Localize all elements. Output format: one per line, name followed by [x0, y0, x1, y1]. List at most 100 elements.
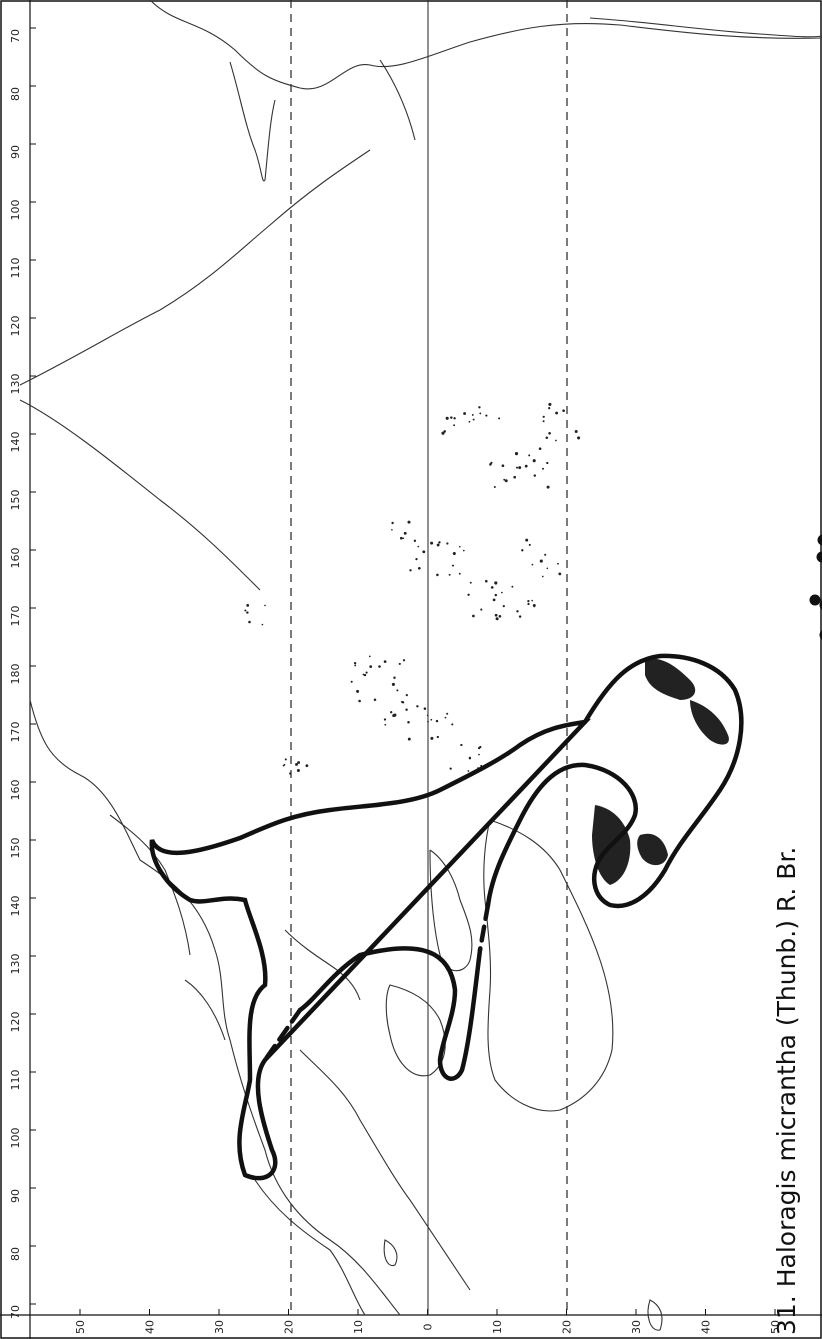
island-dot	[246, 604, 250, 607]
island-dot	[468, 420, 471, 423]
island-dot	[283, 763, 286, 766]
island-dot	[289, 772, 292, 775]
island-dot	[441, 431, 445, 435]
map-caption: 31. Haloragis micrantha (Thunb.) R. Br.	[772, 847, 801, 1335]
island-dot	[527, 599, 530, 603]
island-dot	[284, 758, 287, 761]
island-dot	[451, 723, 454, 726]
longitude-label: 70	[9, 1305, 22, 1319]
island-dot	[402, 537, 405, 540]
island-dot	[504, 479, 508, 483]
island-dot	[416, 705, 419, 708]
island-dot	[450, 416, 453, 419]
island-dot	[542, 420, 545, 423]
island-dot	[542, 467, 544, 470]
island-dot	[513, 475, 517, 479]
island-dot	[546, 485, 550, 489]
island-dot	[436, 735, 439, 739]
island-dot	[446, 712, 449, 715]
island-dot	[485, 414, 488, 417]
island-dot	[358, 699, 361, 703]
latitude-label: 30	[213, 1320, 226, 1334]
island-dot	[533, 474, 537, 477]
longitude-label: 90	[9, 145, 22, 159]
longitude-label: 170	[9, 606, 22, 627]
occurrence-markers	[809, 534, 822, 640]
island-dot	[525, 538, 529, 542]
island-dot	[511, 585, 514, 588]
island-dot	[544, 553, 547, 556]
island-dot	[555, 411, 559, 415]
sri-lanka	[383, 1239, 398, 1267]
longitude-label: 100	[9, 1128, 22, 1149]
island-dot	[548, 402, 552, 406]
longitude-label: 150	[9, 838, 22, 859]
island-dot	[528, 454, 531, 457]
longitude-label: 90	[9, 1189, 22, 1203]
island-dot	[460, 743, 463, 747]
island-dot	[363, 673, 367, 677]
island-dot	[356, 689, 360, 693]
longitude-label: 180	[9, 664, 22, 685]
island-dot	[548, 431, 551, 435]
island-dot	[577, 436, 581, 440]
island-dot	[403, 531, 407, 535]
latitude-label: 20	[561, 1320, 574, 1334]
island-dot	[546, 461, 549, 465]
longitude-label: 160	[9, 780, 22, 801]
longitude-label: 130	[9, 954, 22, 975]
longitude-label: 160	[9, 548, 22, 569]
island-dot	[368, 655, 371, 658]
island-dot	[391, 521, 394, 525]
island-dot	[248, 620, 251, 624]
island-dot	[557, 562, 559, 565]
island-dot	[261, 623, 264, 626]
island-dot	[453, 417, 456, 420]
island-dot	[451, 564, 455, 567]
longitude-label: 130	[9, 374, 22, 395]
island-dot	[501, 464, 505, 468]
island-dot	[518, 466, 522, 470]
island-dot	[468, 757, 472, 760]
island-dot	[244, 609, 247, 612]
occurrence-marker	[819, 600, 822, 610]
island-dot	[296, 768, 300, 773]
longitude-label: 150	[9, 490, 22, 511]
island-dot	[350, 680, 353, 683]
island-dot	[501, 591, 503, 594]
longitude-label: 110	[9, 1070, 22, 1091]
island-dot	[527, 602, 530, 606]
island-dot	[383, 718, 387, 721]
tasmania	[637, 833, 668, 866]
island-dot	[480, 608, 483, 611]
island-dot	[542, 415, 545, 418]
island-dot	[518, 615, 522, 618]
island-dot	[528, 543, 531, 546]
longitude-label: 120	[9, 316, 22, 337]
island-dot	[353, 662, 357, 665]
latitude-label: 50	[74, 1320, 87, 1334]
island-dot	[478, 406, 481, 409]
new-guinea-coast	[429, 849, 473, 972]
coastlines	[19, 0, 822, 1331]
island-dot	[478, 753, 480, 756]
island-dot	[494, 593, 498, 597]
island-dot	[399, 536, 403, 540]
island-dot	[445, 416, 449, 420]
island-dot	[458, 572, 461, 575]
longitude-label: 70	[9, 29, 22, 43]
island-dot	[562, 409, 565, 413]
pacific-island-dots	[244, 402, 581, 775]
island-dot	[498, 417, 501, 420]
longitude-label: 80	[9, 1247, 22, 1261]
latitude-label: 10	[491, 1320, 504, 1334]
island-dot	[435, 719, 439, 723]
island-dot	[417, 566, 421, 570]
indochina-coast	[299, 1049, 471, 1291]
longitude-label: 110	[9, 258, 22, 279]
island-dot	[539, 559, 543, 563]
japan-islands	[109, 814, 191, 956]
alaska-coast	[19, 149, 371, 386]
island-dot	[515, 466, 519, 469]
